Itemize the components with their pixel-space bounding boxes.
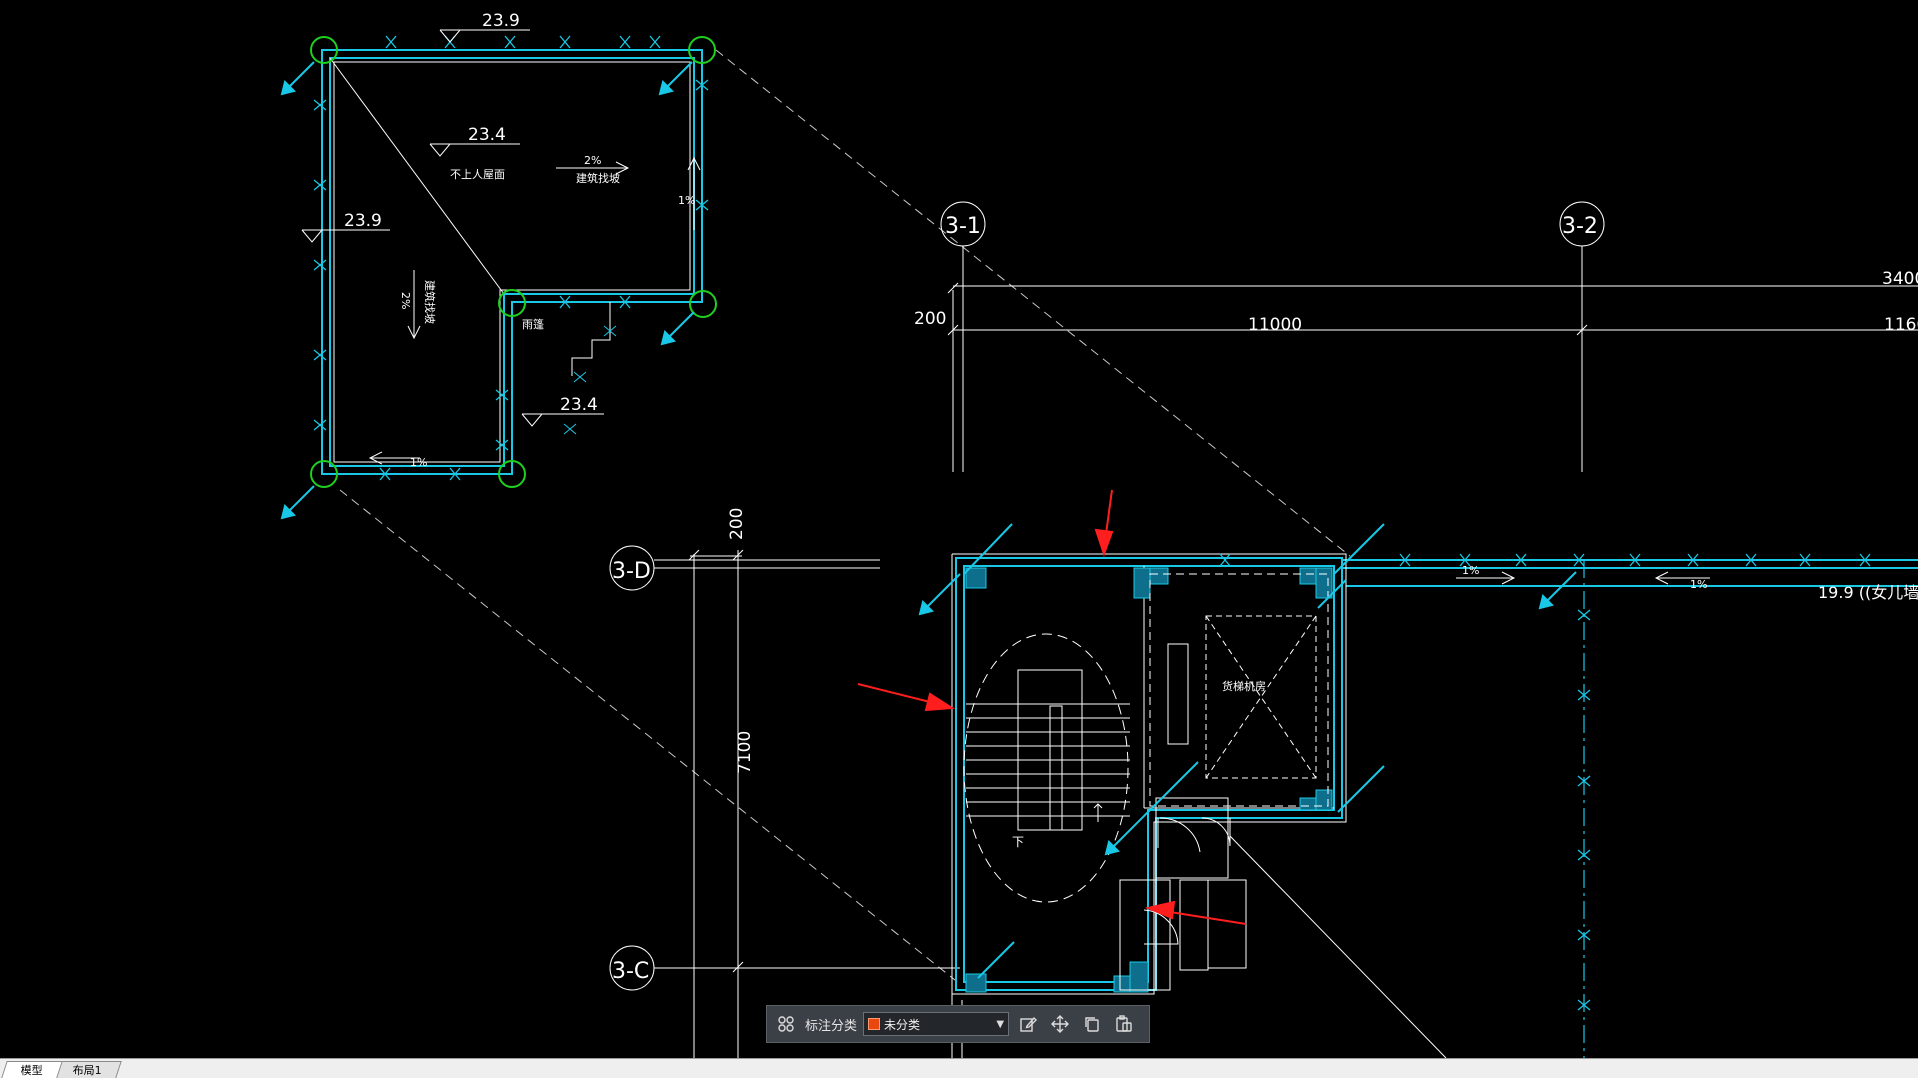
stair-down-label: 下 [1012, 835, 1024, 849]
elev-center: 23.4 [468, 125, 506, 145]
plan-slope-arrows [1456, 571, 1710, 585]
annotation-toolbar: 标注分类 未分类 ▼ [766, 1005, 1150, 1043]
axis-col-2: 3-2 [1562, 214, 1598, 239]
roof-corner-circles [310, 36, 717, 488]
tab-layout1[interactable]: 布局1 [53, 1061, 122, 1078]
axis-grid-top [940, 201, 1918, 472]
layout-tab-bar: 模型 布局1 [0, 1058, 1918, 1078]
edit-icon[interactable] [1015, 1011, 1041, 1037]
category-value: 未分类 [884, 1017, 921, 1032]
tab-layout1-label: 布局1 [72, 1064, 102, 1077]
dim-1160: 1160 [1884, 315, 1918, 335]
dim-3400: 3400 [1882, 269, 1918, 289]
slope-1pct-bottom: 1% [410, 456, 427, 469]
slope-2pct-a: 2% [584, 154, 601, 167]
plan-slope-1pct-b: 1% [1690, 578, 1707, 591]
paste-icon[interactable] [1111, 1011, 1137, 1037]
plan-inner-lines [951, 553, 1347, 1058]
dim-7100: 7100 [735, 731, 755, 774]
elevation-markers [301, 29, 701, 465]
slope-1pct-right: 1% [678, 194, 695, 207]
category-color-swatch [868, 1018, 881, 1030]
category-select[interactable]: 未分类 ▼ [863, 1012, 1010, 1036]
gutter-label: 雨篷 [522, 317, 544, 331]
slope-find-b: 建筑找坡 [423, 280, 437, 324]
elev-low: 23.4 [560, 395, 598, 415]
classify-label: 标注分类 [805, 1018, 858, 1034]
no-access-roof-label: 不上人屋面 [450, 168, 505, 181]
dim-200-top: 200 [914, 309, 946, 329]
elevator-room [1149, 573, 1329, 807]
dim-11000: 11000 [1248, 315, 1302, 335]
diagonal-line [1229, 835, 1447, 1058]
elev-left: 23.9 [344, 211, 382, 231]
grid-apps-icon[interactable] [773, 1011, 799, 1037]
plan-slope-1pct-a: 1% [1462, 564, 1479, 577]
axis-row-c: 3-C [612, 959, 649, 984]
roof-inner-lines [329, 57, 691, 463]
axis-col-1: 3-1 [945, 214, 981, 239]
chevron-down-icon: ▼ [996, 1018, 1005, 1030]
callout-dashed-lines [339, 49, 1351, 985]
tab-model-label: 模型 [20, 1064, 43, 1077]
elev-top: 23.9 [482, 11, 520, 31]
move-icon[interactable] [1047, 1011, 1073, 1037]
plan-x-markers [1219, 553, 1871, 1011]
red-annotation-arrows [857, 489, 1247, 925]
plan-drain-arrows [918, 523, 1577, 979]
axis-row-d: 3-D [612, 559, 651, 584]
plan-doors [1119, 797, 1247, 991]
slope-2pct-b: 2% [399, 292, 412, 309]
tab-model[interactable]: 模型 [1, 1061, 63, 1078]
slope-find-a: 建筑找坡 [576, 171, 620, 185]
roof-drain-arrows [280, 61, 695, 520]
gutter-detail [563, 302, 617, 435]
axis-grid-left [609, 545, 960, 1058]
stairs [963, 633, 1130, 903]
roof-x-markers [313, 35, 709, 481]
dim-200-vert: 200 [727, 508, 747, 540]
copy-icon[interactable] [1079, 1011, 1105, 1037]
elevator-room-label: 货梯机房 [1222, 679, 1266, 693]
parapet-elevation: 19.9 ((女儿墙顶 [1818, 583, 1918, 602]
